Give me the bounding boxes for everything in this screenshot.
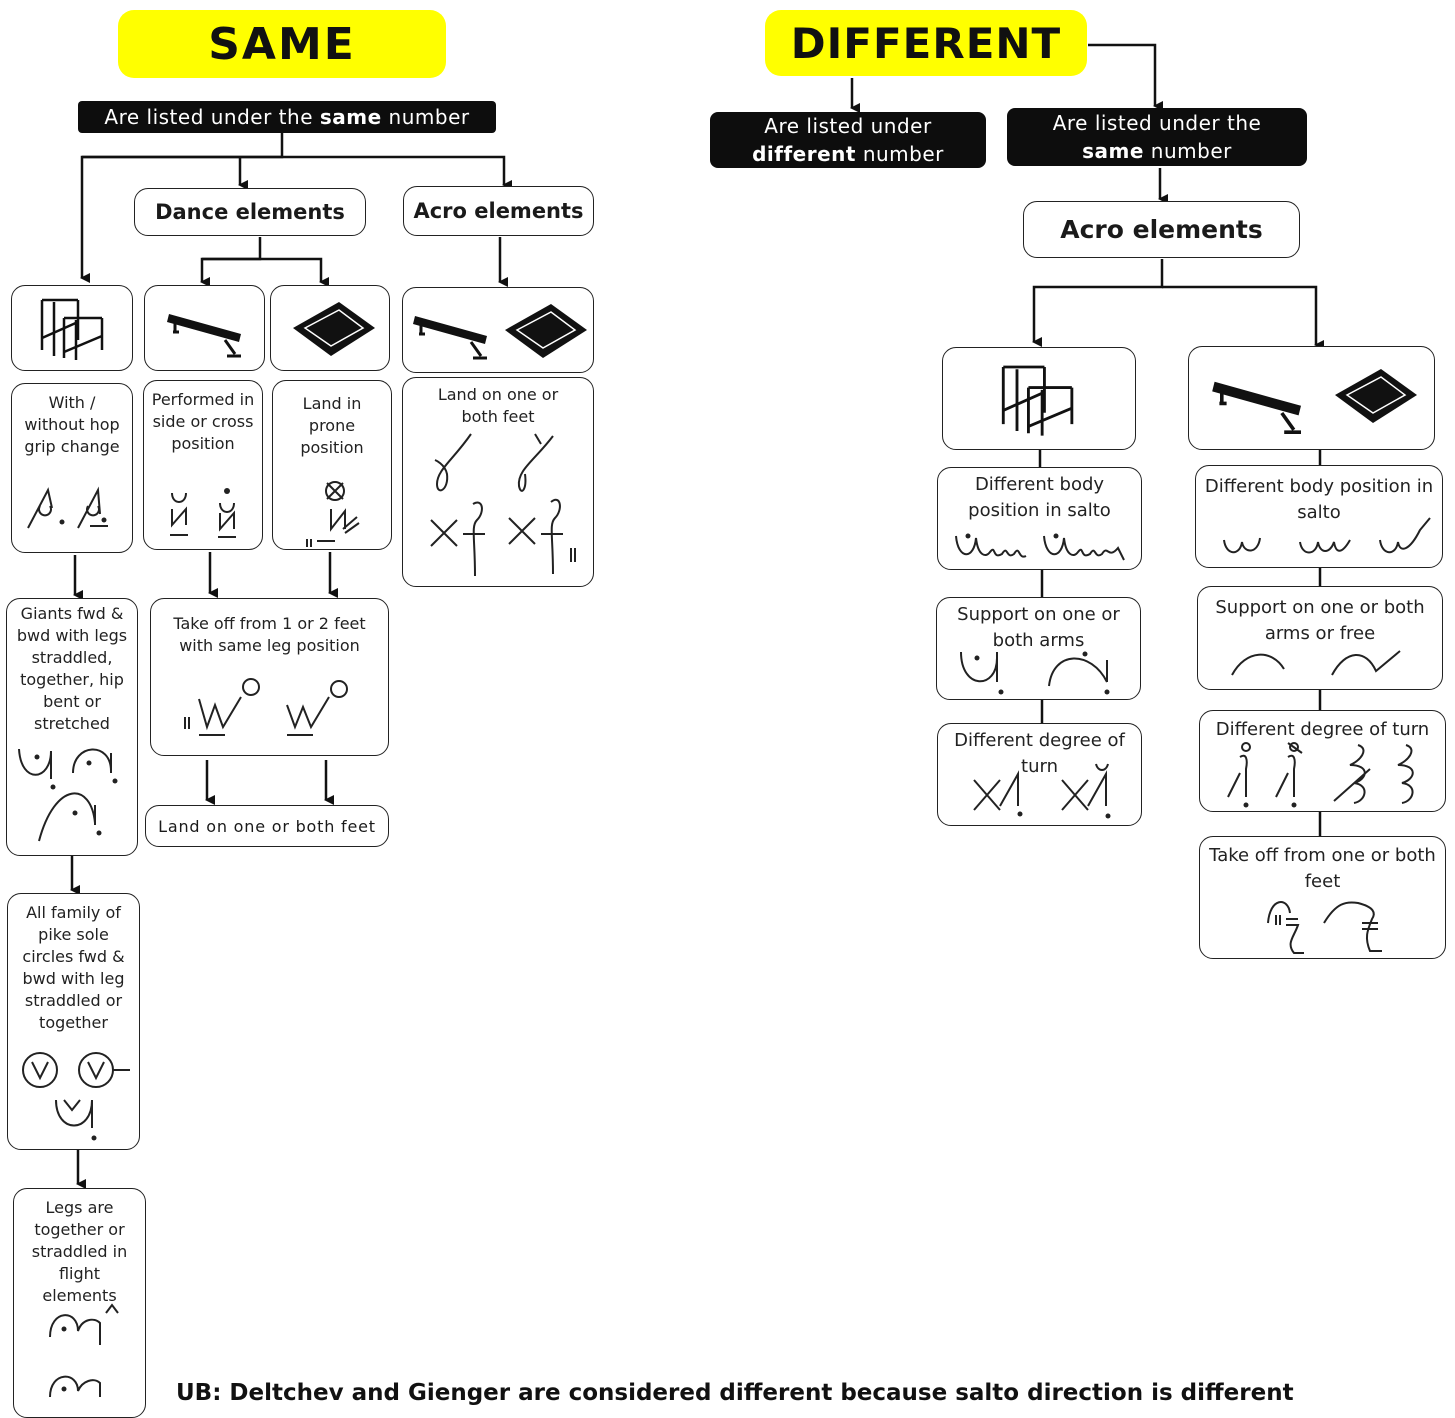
notation-symbol-icon (306, 481, 360, 547)
diff-bf-support-box: Support on one or both arms or free (1197, 586, 1443, 690)
notation-symbol-icon (973, 763, 1111, 819)
dance-beam-box: Performed in side or cross position (143, 380, 263, 550)
notation-symbol-icon (18, 748, 118, 842)
diff-bf-support-text: Support on one or both arms or free (1215, 597, 1425, 644)
same-listed-label: Are listed under the same number (78, 101, 496, 133)
take-off-text: Take off from 1 or 2 feet with same leg … (173, 614, 366, 655)
footnote: UB: Deltchev and Gienger are considered … (176, 1380, 1294, 1406)
diff-ub-turn-box: Different degree of turn (937, 723, 1142, 826)
ub-flight-box: Legs are together or straddled in flight… (13, 1188, 146, 1418)
diff-ub-body-position-text: Different body position in salto (968, 474, 1111, 521)
diff-ub-support-text: Support on one or both arms (957, 604, 1120, 651)
same-title: SAME (118, 10, 446, 78)
diff-bf-turn-box: Different degree of turn (1199, 710, 1446, 812)
dance-beam-text: Performed in side or cross position (151, 390, 255, 453)
floor-mat-box (270, 285, 390, 371)
diff-bf-turn-text: Different degree of turn (1215, 719, 1430, 740)
diff-ub-support-box: Support on one or both arms (936, 597, 1141, 700)
diff-ub-body-position-box: Different body position in salto (937, 467, 1142, 570)
ub-hop-grip-text: With / without hop grip change (24, 393, 120, 456)
different-ub-box (942, 347, 1136, 450)
different-acro-header: Acro elements (1023, 201, 1300, 258)
floor-mat-icon (505, 304, 587, 358)
dance-elements-header: Dance elements (134, 188, 366, 236)
notation-symbol-icon (955, 533, 1125, 561)
beam-floor-box (402, 287, 594, 373)
diff-bf-take-off-text: Take off from one or both feet (1209, 845, 1436, 892)
balance-beam-icon (1212, 381, 1301, 434)
uneven-bars-icon (40, 298, 104, 360)
different-beam-floor-box (1188, 346, 1435, 450)
balance-beam-icon (413, 316, 487, 360)
ub-flight-text: Legs are together or straddled in flight… (31, 1198, 128, 1305)
balance-beam-icon (167, 314, 241, 358)
ub-hop-grip-box: With / without hop grip change (11, 383, 133, 553)
acro-land-box: Land on one or both feet (402, 377, 594, 587)
balance-beam-box (144, 285, 265, 371)
notation-symbol-icon (960, 651, 1110, 695)
land-feet-box: Land on one or both feet (145, 805, 389, 847)
notation-symbol-icon (22, 1052, 130, 1141)
notation-symbol-icon (430, 433, 576, 577)
notation-symbol-icon (49, 1303, 119, 1398)
take-off-box: Take off from 1 or 2 feet with same leg … (150, 598, 389, 756)
ub-giants-text: Giants fwd & bwd with legs straddled, to… (16, 604, 128, 733)
notation-symbol-icon (1227, 742, 1414, 808)
notation-symbol-icon (184, 678, 348, 736)
notation-symbol-icon (1223, 517, 1431, 554)
uneven-bars-box (11, 285, 133, 371)
diff-bf-take-off-box: Take off from one or both feet (1199, 836, 1446, 959)
floor-mat-icon (1335, 369, 1417, 423)
ub-sole-circles-box: All family of pike sole circles fwd & bw… (7, 893, 140, 1150)
notation-symbol-icon (27, 486, 108, 529)
acro-elements-header: Acro elements (403, 186, 594, 236)
different-title: DIFFERENT (765, 10, 1087, 76)
diff-bf-body-position-box: Different body position in salto (1195, 465, 1443, 568)
floor-mat-icon (293, 302, 375, 356)
acro-land-text: Land on one or both feet (437, 385, 559, 426)
diff-ub-turn-text: Different degree of turn (954, 730, 1125, 777)
dance-floor-box: Land in prone position (272, 380, 392, 550)
ub-sole-circles-text: All family of pike sole circles fwd & bw… (22, 903, 125, 1032)
notation-symbol-icon (1267, 901, 1382, 954)
ub-giants-box: Giants fwd & bwd with legs straddled, to… (6, 598, 138, 856)
diff-bf-body-position-text: Different body position in salto (1204, 476, 1434, 523)
notation-symbol-icon (1231, 650, 1401, 676)
dance-floor-text: Land in prone position (300, 394, 364, 457)
notation-symbol-icon (170, 488, 236, 538)
uneven-bars-icon (1001, 365, 1074, 436)
